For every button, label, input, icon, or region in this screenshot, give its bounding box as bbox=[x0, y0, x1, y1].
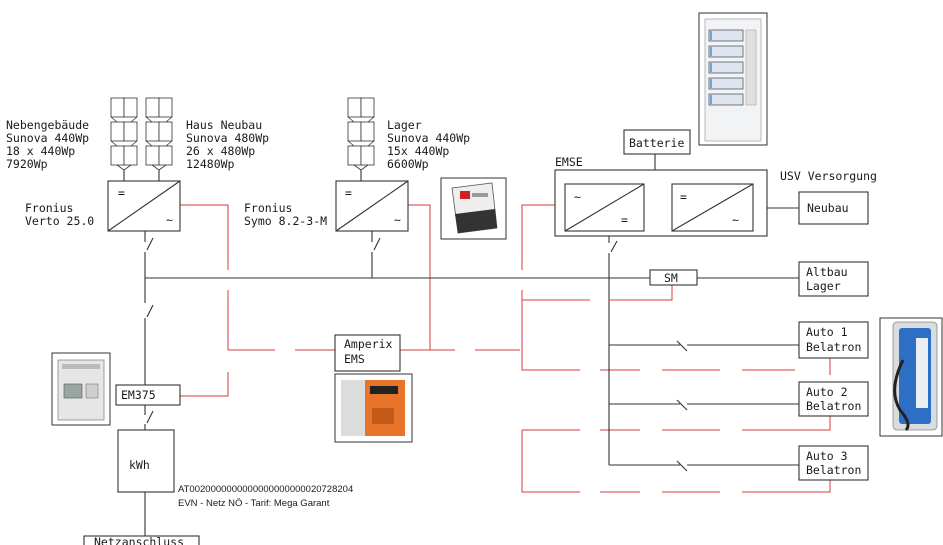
auto1-box bbox=[798, 321, 869, 359]
em375-device-image bbox=[51, 352, 111, 426]
kwh-meter-box bbox=[117, 429, 175, 493]
auto2-label: Auto 2 Belatron bbox=[806, 385, 861, 413]
usv-label: USV Versorgung bbox=[780, 169, 877, 183]
amperix-ems-box bbox=[334, 334, 401, 372]
auto1-label: Auto 1 Belatron bbox=[806, 325, 861, 354]
ac-symbol: ~ bbox=[394, 213, 401, 227]
sm-meter-label: SM bbox=[664, 271, 678, 285]
inverter-verto-label: Fronius Verto 25.0 bbox=[25, 201, 94, 228]
inverter-symo-label: Fronius Symo 8.2-3-M bbox=[244, 201, 327, 228]
altbau-lager-label: Altbau Lager bbox=[806, 265, 854, 293]
grid-connection-label: Netzanschluss bbox=[94, 535, 184, 545]
inverter-fronius-symo: = ~ bbox=[335, 180, 409, 232]
svg-text:=: = bbox=[680, 190, 687, 204]
neubau-label: Neubau bbox=[807, 201, 849, 215]
sm-meter-box bbox=[649, 269, 698, 286]
communication-lines bbox=[180, 204, 831, 493]
emse-rectifier: ~ = bbox=[564, 183, 645, 232]
grid-meter-id: AT0020000000000000000000020728204 bbox=[178, 484, 353, 495]
grid-connection-box bbox=[83, 535, 200, 545]
ac-symbol: ~ bbox=[166, 213, 173, 227]
pv-array-haus-neubau bbox=[145, 97, 173, 171]
battery-rack-image bbox=[698, 12, 768, 146]
svg-text:=: = bbox=[621, 213, 628, 227]
auto3-label: Auto 3 Belatron bbox=[806, 449, 861, 477]
auto2-box bbox=[798, 381, 869, 417]
amperix-ems-label: Amperix EMS bbox=[344, 337, 399, 366]
svg-text:~: ~ bbox=[732, 213, 739, 227]
kwh-meter-label: kWh bbox=[129, 458, 150, 472]
pv-array-nebengebaeude bbox=[110, 97, 138, 171]
dc-symbol: = bbox=[345, 186, 352, 200]
grid-tariff: EVN - Netz NÖ - Tarif: Mega Garant bbox=[178, 498, 330, 509]
svg-text:~: ~ bbox=[574, 190, 581, 204]
altbau-lager-box bbox=[798, 261, 869, 297]
wallbox-charger-image bbox=[879, 317, 943, 437]
pv-label-haus-neubau: Haus Neubau Sunova 480Wp 26 x 480Wp 1248… bbox=[186, 118, 276, 171]
pv-array-lager bbox=[347, 97, 375, 171]
fronius-symo-device-image bbox=[440, 177, 507, 240]
emse-inverter: = ~ bbox=[671, 183, 754, 232]
auto3-box bbox=[798, 445, 869, 481]
neubau-box bbox=[798, 191, 869, 225]
emse-label: EMSE bbox=[555, 155, 583, 169]
em375-box bbox=[115, 384, 181, 406]
em375-label: EM375 bbox=[121, 388, 156, 402]
amperix-device-image bbox=[334, 373, 413, 443]
battery-label: Batterie bbox=[629, 136, 684, 150]
pv-label-nebengebaeude: Nebengebäude Sunova 440Wp 18 x 440Wp 792… bbox=[6, 118, 96, 171]
battery-box bbox=[623, 129, 691, 155]
inverter-fronius-verto: = ~ bbox=[107, 180, 181, 232]
pv-label-lager: Lager Sunova 440Wp 15x 440Wp 6600Wp bbox=[387, 118, 477, 171]
dc-symbol: = bbox=[118, 186, 125, 200]
